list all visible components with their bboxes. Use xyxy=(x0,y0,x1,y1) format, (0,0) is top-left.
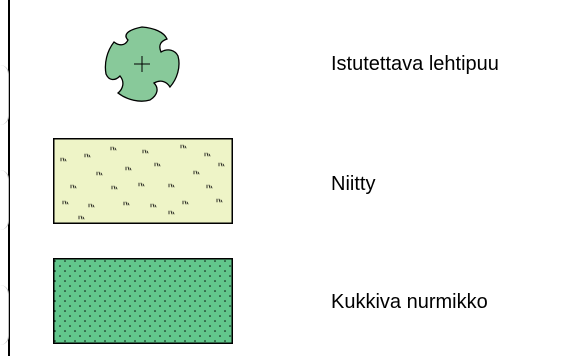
background-arc-line xyxy=(0,65,9,125)
background-arc-line xyxy=(0,170,9,230)
meadow-symbol xyxy=(53,138,233,224)
legend-label-meadow: Niitty xyxy=(331,173,376,195)
deciduous-tree-symbol xyxy=(104,26,180,102)
legend-label-flowering-lawn: Kukkiva nurmikko xyxy=(331,291,488,313)
lawn-dot-pattern xyxy=(54,259,232,343)
background-arc-line xyxy=(0,285,9,345)
legend-border-line xyxy=(8,0,10,356)
flowering-lawn-symbol xyxy=(53,258,233,344)
legend-label-deciduous-tree: Istutettava lehtipuu xyxy=(331,53,499,75)
grass-marks xyxy=(60,144,225,220)
